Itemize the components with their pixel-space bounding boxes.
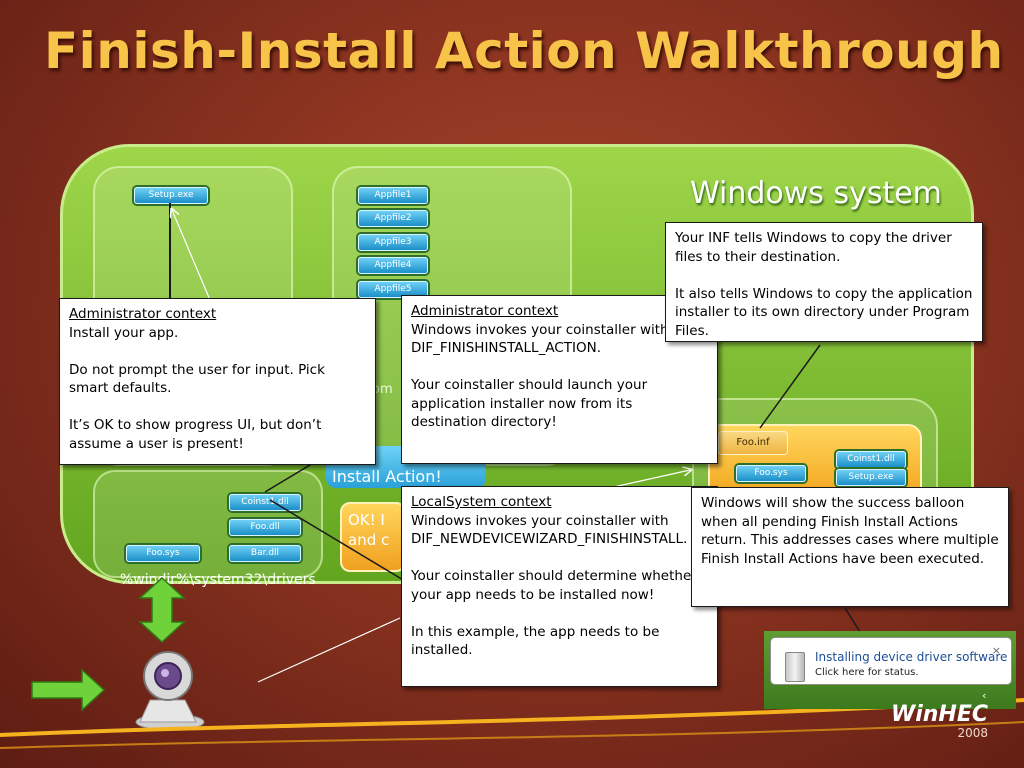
winhec-year: 2008 — [957, 726, 988, 740]
device-icon — [785, 652, 805, 682]
notification-balloon[interactable]: Installing device driver software Click … — [770, 637, 1012, 685]
bar-dll-file: Bar.dll — [229, 545, 301, 562]
balloon-copy-line — [257, 617, 401, 683]
hidden-label-fragment: om — [372, 382, 393, 397]
right-arrow — [31, 668, 106, 712]
notification-screenshot: Installing device driver software Click … — [764, 631, 1016, 709]
appfile-3: Appfile3 — [358, 234, 428, 251]
webcam-icon — [135, 651, 205, 731]
callout-admin-invoke-heading: Administrator context — [411, 303, 559, 319]
callout-inf-body: Your INF tells Windows to copy the drive… — [675, 230, 973, 339]
appfile-2: Appfile2 — [358, 210, 428, 227]
tray-chevron-icon[interactable]: ‹ — [982, 689, 987, 702]
callout-admin-install: Administrator context Install your app. … — [59, 298, 376, 465]
package-setup-exe: Setup.exe — [836, 469, 906, 486]
drivers-path-label: %windir%\system32\drivers — [120, 572, 316, 588]
callout-admin-invoke-body: Windows invokes your coinstaller with DI… — [411, 321, 669, 431]
callout-localsystem: LocalSystem context Windows invokes your… — [401, 486, 718, 687]
ok-response-box: OK! I and c — [340, 502, 406, 572]
appfile-5: Appfile5 — [358, 281, 428, 298]
callout-admin-install-heading: Administrator context — [69, 306, 217, 322]
callout-inf: Your INF tells Windows to copy the drive… — [665, 222, 983, 342]
notification-title: Installing device driver software — [815, 650, 1008, 664]
appfile-1: Appfile1 — [358, 187, 428, 204]
foo-inf-file: Foo.inf — [718, 431, 788, 455]
bubble-text: e a Install Action! — [332, 450, 442, 486]
ok-text: OK! I and c — [348, 511, 390, 549]
package-coinst1-dll: Coinst1.dll — [836, 451, 906, 468]
callout-localsystem-heading: LocalSystem context — [411, 494, 552, 510]
slide-title: Finish-Install Action Walkthrough — [44, 22, 1004, 80]
close-icon[interactable]: × — [991, 644, 1001, 657]
windows-system-label: Windows system — [690, 176, 942, 211]
winhec-logo: WinHEC — [890, 702, 988, 727]
notification-subtitle: Click here for status. — [815, 667, 919, 678]
package-foo-sys: Foo.sys — [736, 465, 806, 482]
callout-balloon-note-body: Windows will show the success balloon wh… — [701, 495, 999, 567]
balloon-pointer-line — [844, 607, 861, 633]
callout-admin-install-body: Install your app. Do not prompt the user… — [69, 324, 325, 452]
appfile-4: Appfile4 — [358, 257, 428, 274]
foo-dll-file: Foo.dll — [229, 519, 301, 536]
callout-balloon-note: Windows will show the success balloon wh… — [691, 487, 1009, 607]
coinst1-dll-file: Coinst1.dll — [229, 494, 301, 511]
setup-exe-file: Setup.exe — [134, 187, 208, 204]
callout-localsystem-body: Windows invokes your coinstaller with DI… — [411, 512, 697, 659]
foo-sys-file: Foo.sys — [126, 545, 200, 562]
